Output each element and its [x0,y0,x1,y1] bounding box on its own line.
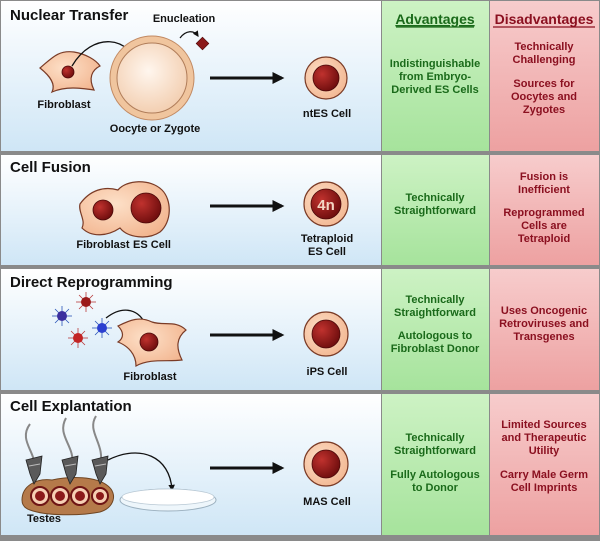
advantage-line: from Embryo- [399,71,471,83]
advantage-line: Straightforward [394,445,476,457]
disadvantage-line: Retroviruses and [499,318,589,330]
retrovirus-cluster [52,292,112,348]
fibroblast-label: Fibroblast [76,239,130,251]
es-cell-nucleus [130,192,162,224]
disadvantage-line: Technically [514,41,574,53]
advantage-line: Autologous to [398,330,473,342]
culture-dish-rim [121,488,215,506]
advantage-line: Straightforward [394,307,476,319]
disadvantage-line: Utility [529,445,560,457]
disadvantages-cell-2 [490,155,599,265]
advantage-line: Technically [405,432,465,444]
enucleation-label: Enucleation [153,13,216,25]
ips-nucleus [311,319,341,349]
retrovirus-particle [92,318,112,338]
removed-nucleus [195,36,210,51]
advantage-line: Fibroblast Donor [391,343,480,355]
advantage-line: to Donor [412,482,459,494]
explant-arrow [107,452,175,492]
tetraploid-nucleus [310,188,342,220]
disadvantages-text: Limited Sources and Therapeutic Utility … [500,419,588,494]
advantage-line: Derived ES Cells [391,84,478,96]
disadvantage-line: Cell Imprints [511,482,578,494]
advantage-line: Indistinguishable [390,58,480,70]
disadvantage-line: Tetraploid [518,233,570,245]
disadvantage-line: Sources for [513,78,575,90]
advantages-header: Advantages [395,11,475,27]
disadvantages-cell-4 [490,394,599,535]
disadvantage-line: Zygotes [523,104,565,116]
disadvantage-line: Cells are [521,220,567,232]
advantages-text: Technically Straightforward Fully Autolo… [390,432,479,494]
advantages-cell-4 [382,394,489,535]
row-cell-explantation: Cell Explantation Testes M [10,398,588,525]
disadvantage-line: Carry Male Germ [500,469,588,481]
fibroblast-nucleus [92,199,114,221]
oocyte-cell [116,42,188,114]
testes-tubules [30,486,109,506]
fibroblast-nucleus [61,65,75,79]
row-title: Direct Reprogramming [10,274,173,291]
enucleation-arrow [179,30,199,39]
advantages-cell-1 [382,1,489,151]
advantages-text: Technically Straightforward [394,192,476,217]
row-title: Cell Explantation [10,398,132,415]
advantage-line: Straightforward [394,205,476,217]
row-nuclear-transfer: Nuclear Transfer Fibroblast Oocyte or Zy… [10,7,577,135]
disadvantage-line: and Therapeutic [502,432,587,444]
oocyte-label: Oocyte or Zygote [110,123,200,135]
es-cell-label: ES Cell [133,239,171,251]
disadvantage-line: Challenging [513,54,576,66]
advantages-text: Indistinguishable from Embryo- Derived E… [390,58,480,96]
advantages-cell-2 [382,155,489,265]
disadvantage-line: Transgenes [513,331,574,343]
disadvantage-line: Limited Sources [501,419,587,431]
row-cell-fusion: Cell Fusion Fibroblast ES Cell 4n Tetrap… [10,159,585,258]
tetraploid-label: ES Cell [308,246,346,258]
disadvantage-line: Fusion is [520,171,568,183]
row-title: Cell Fusion [10,159,91,176]
disadvantages-header: Disadvantages [495,11,594,27]
ips-label: iPS Cell [307,366,348,378]
disadvantages-text: Uses Oncogenic Retroviruses and Transgen… [499,305,589,343]
disadvantages-text: Fusion is Inefficient Reprogrammed Cells… [503,171,584,245]
mas-nucleus [311,449,341,479]
disadvantages-cell-3 [490,269,599,390]
explant-needles [24,415,109,485]
ntes-nucleus [312,64,340,92]
row-title: Nuclear Transfer [10,7,129,24]
fibroblast-label: Fibroblast [37,99,91,111]
disadvantages-cell-1 [490,1,599,151]
advantage-line: Technically [405,294,465,306]
disadvantages-text: Technically Challenging Sources for Oocy… [511,41,577,116]
advantage-line: Fully Autologous [390,469,479,481]
tetraploid-label: Tetraploid [301,233,353,245]
disadvantage-line: Oocytes and [511,91,577,103]
retrovirus-particle [52,306,72,326]
advantage-line: Technically [405,192,465,204]
fibroblast-label: Fibroblast [123,371,177,383]
retrovirus-particle [68,328,88,348]
advantages-text: Technically Straightforward Autologous t… [391,294,480,355]
disadvantage-line: Inefficient [518,184,570,196]
ntes-label: ntES Cell [303,108,351,120]
advantages-cell-3 [382,269,489,390]
retrovirus-particle [76,292,96,312]
mas-label: MAS Cell [303,496,351,508]
row-direct-reprogramming: Direct Reprogramming [10,274,589,383]
disadvantage-line: Reprogrammed [503,207,584,219]
disadvantage-line: Uses Oncogenic [501,305,587,317]
tetraploid-mark: 4n [317,197,335,214]
testes-label: Testes [27,513,61,525]
fibroblast-nucleus [139,332,159,352]
